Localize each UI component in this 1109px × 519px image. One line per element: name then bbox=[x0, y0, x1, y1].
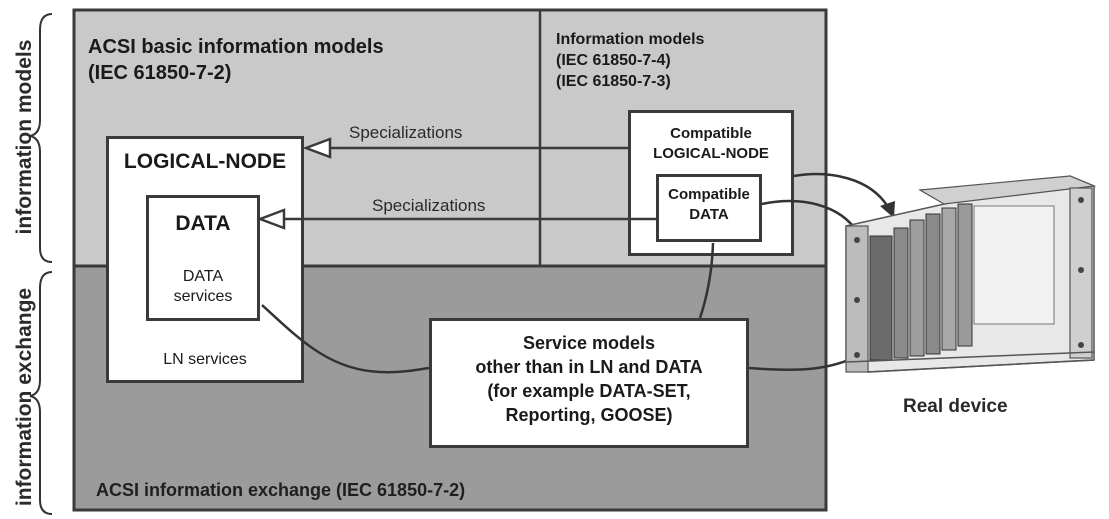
data-box: DATA DATA services bbox=[146, 195, 260, 321]
compatible-ln-line2: LOGICAL-NODE bbox=[653, 145, 769, 162]
compatible-data-box: Compatible DATA bbox=[656, 174, 762, 242]
data-title: DATA bbox=[175, 212, 231, 235]
service-models-box: Service models other than in LN and DATA… bbox=[429, 318, 749, 448]
compatible-ln-to-device-curve bbox=[793, 172, 890, 208]
specialization-label-bottom: Specializations bbox=[372, 196, 486, 215]
service-models-line3: (for example DATA-SET, bbox=[487, 381, 691, 401]
info-models-ref-1: (IEC 61850-7-4) bbox=[556, 52, 671, 69]
acsi-models-subtitle: (IEC 61850-7-2) bbox=[88, 62, 232, 84]
brace-bottom bbox=[29, 271, 53, 515]
compatible-data-line2: DATA bbox=[689, 206, 729, 223]
info-models-title: Information models bbox=[556, 31, 705, 48]
compatible-ln-line1: Compatible bbox=[670, 125, 752, 142]
acsi-exchange-label: ACSI information exchange (IEC 61850-7-2… bbox=[96, 480, 466, 500]
compatible-data-to-device-curve bbox=[761, 199, 860, 234]
compatible-ln-arrowhead bbox=[880, 201, 895, 218]
data-services-line1: DATA bbox=[182, 268, 224, 285]
service-models-line4: Reporting, GOOSE) bbox=[505, 405, 673, 425]
compatible-data-to-service-line bbox=[698, 242, 715, 319]
service-models-line2: other than in LN and DATA bbox=[475, 357, 703, 377]
service-models-line1: Service models bbox=[522, 333, 656, 353]
service-to-device-curve bbox=[748, 353, 861, 372]
data-services-to-service-curve bbox=[261, 304, 430, 374]
info-models-ref-2: (IEC 61850-7-3) bbox=[556, 73, 671, 90]
real-device-label: Real device bbox=[903, 396, 1008, 417]
brace-top bbox=[29, 13, 53, 263]
specialization-arrowhead-top bbox=[302, 137, 332, 159]
specialization-arrowhead-bottom bbox=[256, 208, 286, 230]
acsi-models-title: ACSI basic information models bbox=[88, 36, 384, 58]
specialization-label-top: Specializations bbox=[349, 123, 463, 142]
logical-node-title: LOGICAL-NODE bbox=[123, 150, 287, 173]
real-device-icon bbox=[845, 175, 1097, 373]
ln-services-label: LN services bbox=[163, 351, 247, 368]
data-services-line2: services bbox=[173, 288, 233, 305]
compatible-data-line1: Compatible bbox=[668, 186, 750, 203]
